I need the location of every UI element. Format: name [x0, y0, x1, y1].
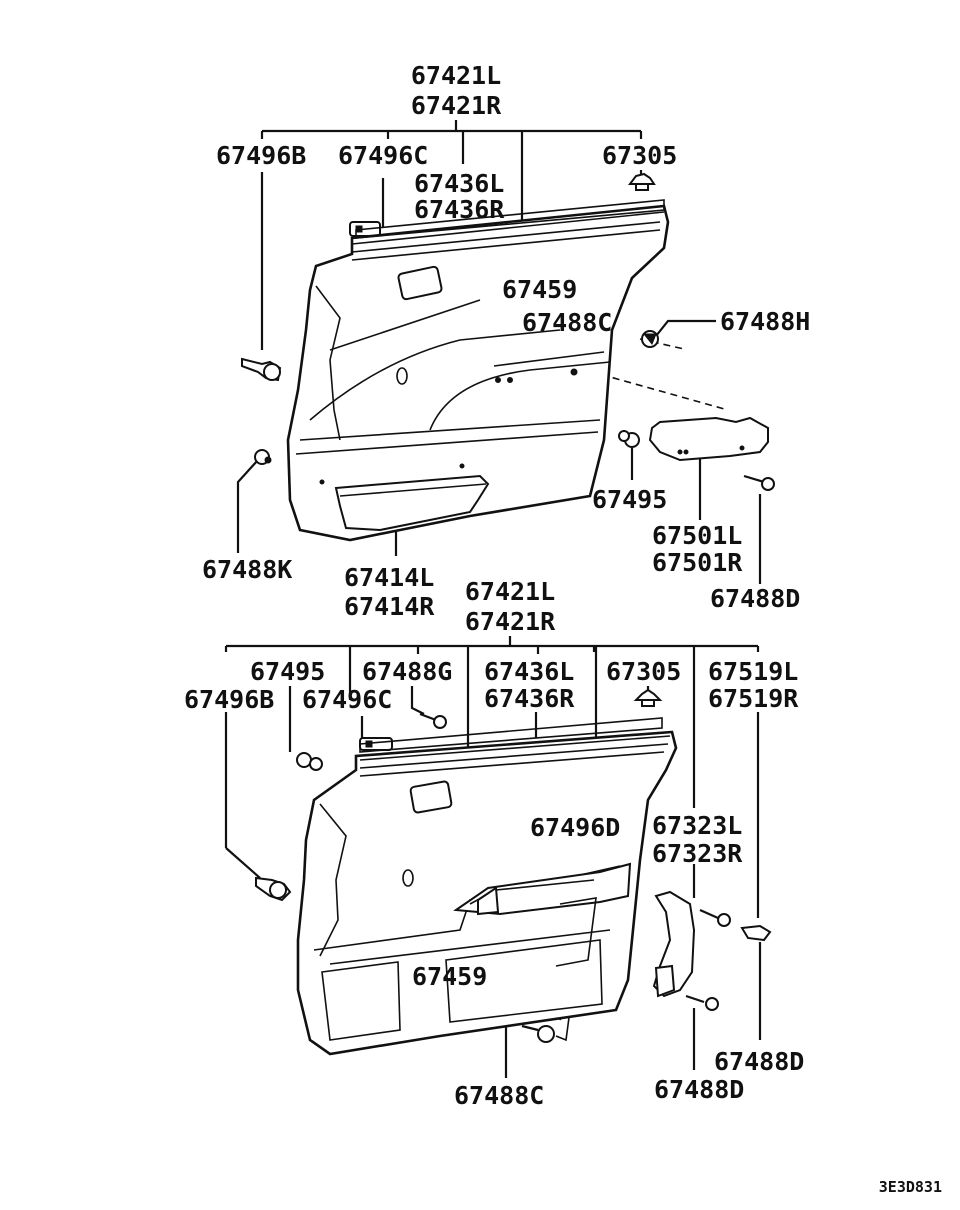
part-number-label: 67414R	[344, 592, 435, 621]
inside-handle-cover-67323	[652, 890, 696, 998]
lower-door-trim-panel	[296, 717, 678, 1056]
part-number-label: 67501R	[652, 548, 743, 577]
upper-door-trim-panel	[286, 199, 670, 542]
part-number-label: 67488D	[654, 1075, 744, 1104]
part-number-label: 67496D	[530, 813, 620, 842]
part-number-label: 67488K	[202, 555, 292, 584]
grommet-67305-lower-icon	[633, 688, 663, 707]
screw-67488d-lower-a-icon	[699, 908, 731, 927]
screw-67488d-icon	[743, 474, 775, 491]
screw-67488g-icon	[419, 712, 447, 729]
part-number-label: 67421R	[465, 607, 556, 636]
part-number-label: 67421L	[411, 61, 501, 90]
pull-handle-67501	[648, 416, 769, 462]
clip-67488k-icon	[254, 449, 272, 465]
screw-67496d-icon	[521, 1024, 555, 1043]
clip-67519-icon	[740, 924, 772, 942]
part-number-label: 67488G	[362, 657, 452, 686]
part-number-label: 67496C	[302, 685, 392, 714]
lower-leader-lines	[224, 636, 762, 1078]
part-number-label: 67421R	[411, 91, 502, 120]
clip-67488h-icon	[641, 330, 659, 348]
part-number-label: 67496B	[216, 141, 306, 170]
part-number-label: 67519L	[708, 657, 798, 686]
part-number-label: 67436L	[414, 169, 504, 198]
door-pocket-67414	[334, 474, 490, 532]
upper-assembly: 67421L 67421R 67496B 67496C 67436L 67436…	[202, 61, 810, 621]
part-number-label: 67436R	[484, 684, 575, 713]
part-number-label: 67436L	[484, 657, 574, 686]
diagram-code: 3E3D831	[879, 1178, 942, 1196]
part-number-label: 67496C	[338, 141, 428, 170]
part-number-label: 67323R	[652, 839, 743, 868]
part-number-label: 67323L	[652, 811, 742, 840]
part-number-label: 67421L	[465, 577, 555, 606]
part-number-label: 67459	[502, 275, 577, 304]
part-number-label: 67459	[412, 962, 487, 991]
screw-67488d-lower-b-icon	[685, 994, 719, 1011]
lower-part-labels: 67421L 67421R 67495 67488G 67436L 67436R…	[184, 577, 804, 1110]
clip-67495-icon	[618, 430, 640, 448]
part-number-label: 67496B	[184, 685, 274, 714]
part-number-label: 67488C	[454, 1081, 544, 1110]
part-number-label: 67305	[602, 141, 677, 170]
grommet-67305-icon	[628, 172, 656, 191]
clip-67496b-icon	[241, 357, 282, 382]
lower-assembly: 67421L 67421R 67495 67488G 67436L 67436R…	[184, 577, 804, 1110]
part-number-label: 67488D	[710, 584, 800, 613]
part-number-label: 67495	[592, 485, 667, 514]
part-number-label: 67501L	[652, 521, 742, 550]
part-number-label: 67488D	[714, 1047, 804, 1076]
part-number-label: 67488H	[720, 307, 810, 336]
part-number-label: 67436R	[414, 195, 505, 224]
part-number-label: 67305	[606, 657, 681, 686]
part-number-label: 67488C	[522, 308, 612, 337]
part-number-label: 67519R	[708, 684, 799, 713]
upper-part-labels: 67421L 67421R 67496B 67496C 67436L 67436…	[202, 61, 810, 621]
part-number-label: 67495	[250, 657, 325, 686]
clip-67496b-lower-icon	[255, 876, 292, 902]
clip-67495-lower-icon	[296, 752, 323, 771]
part-number-label: 67414L	[344, 563, 434, 592]
